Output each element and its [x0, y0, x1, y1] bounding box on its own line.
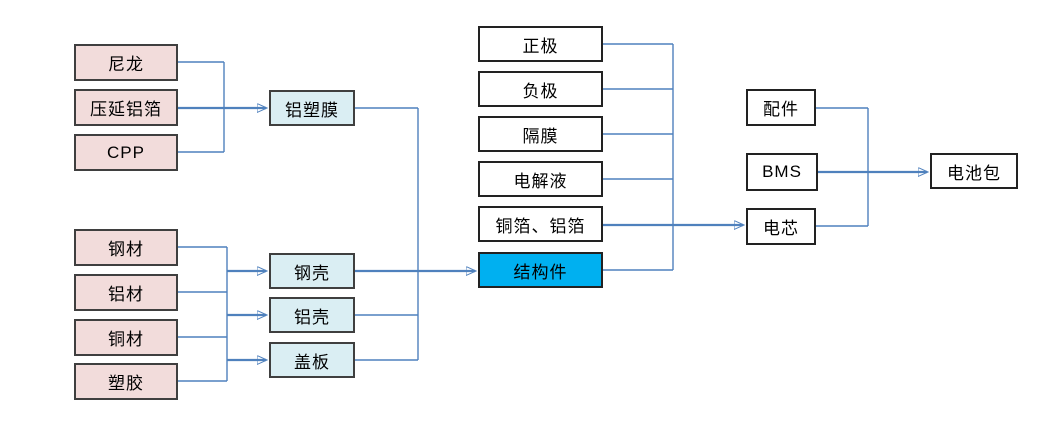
node-cell: 电芯 — [746, 208, 816, 245]
node-al-shell: 铝壳 — [269, 297, 355, 333]
node-cu-al-foil: 铜箔、铝箔 — [478, 206, 603, 242]
node-bms: BMS — [746, 153, 818, 191]
node-al-plastic-film: 铝塑膜 — [269, 90, 355, 126]
node-accessories: 配件 — [746, 89, 816, 126]
node-separator: 隔膜 — [478, 116, 603, 152]
node-cathode: 正极 — [478, 26, 603, 62]
node-structural-parts: 结构件 — [478, 252, 603, 288]
node-anode: 负极 — [478, 71, 603, 107]
node-plastic: 塑胶 — [74, 363, 178, 400]
node-rolled-al-foil: 压延铝箔 — [74, 89, 178, 126]
node-cover-plate: 盖板 — [269, 342, 355, 378]
node-electrolyte: 电解液 — [478, 161, 603, 197]
node-nylon: 尼龙 — [74, 44, 178, 81]
node-steel: 钢材 — [74, 229, 178, 266]
node-aluminum: 铝材 — [74, 274, 178, 311]
node-steel-shell: 钢壳 — [269, 253, 355, 289]
node-battery-pack: 电池包 — [930, 153, 1018, 189]
node-copper: 铜材 — [74, 319, 178, 356]
node-cpp: CPP — [74, 134, 178, 171]
